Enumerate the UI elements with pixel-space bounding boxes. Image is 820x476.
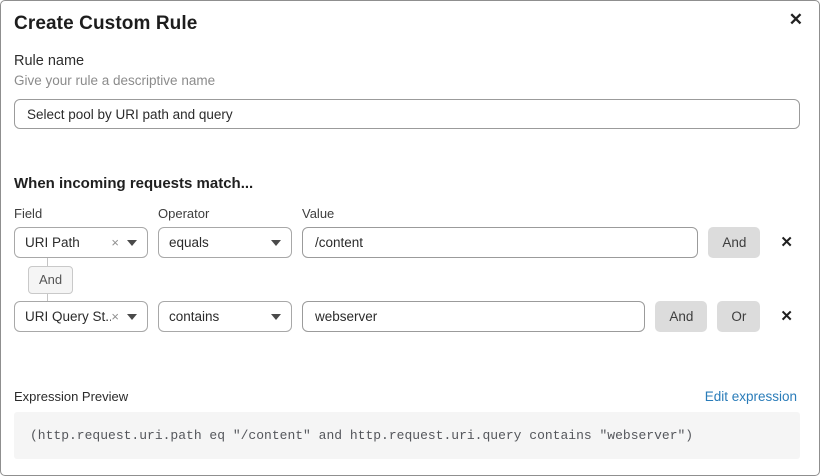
rule-name-input[interactable] — [14, 99, 800, 129]
page-title: Create Custom Rule — [14, 13, 198, 34]
rule-name-hint: Give your rule a descriptive name — [14, 73, 216, 88]
clear-field-icon[interactable]: × — [111, 309, 119, 324]
field-select-row1-value: URI Path — [25, 235, 80, 250]
add-and-condition-button-row2[interactable]: And — [655, 301, 708, 332]
chevron-down-icon — [271, 239, 281, 246]
connector-line-top — [47, 258, 48, 266]
match-heading: When incoming requests match... — [14, 175, 254, 192]
value-input-row1[interactable] — [302, 227, 699, 258]
field-select-row1[interactable]: URI Path × — [14, 227, 148, 258]
clear-field-icon[interactable]: × — [111, 235, 119, 250]
edit-expression-link[interactable]: Edit expression — [704, 389, 797, 404]
rule-name-label: Rule name — [14, 53, 85, 69]
value-column-label: Value — [302, 206, 335, 221]
remove-row-icon[interactable]: ✕ — [776, 307, 797, 326]
chevron-down-icon — [127, 313, 137, 320]
chevron-down-icon — [127, 239, 137, 246]
add-and-condition-button-row1[interactable]: And — [708, 227, 761, 258]
add-or-condition-button-row2[interactable]: Or — [717, 301, 761, 332]
condition-column-labels: Field Operator Value — [14, 206, 797, 221]
field-column-label: Field — [14, 206, 43, 221]
condition-row-1: URI Path × equals And ✕ — [14, 227, 797, 258]
remove-row-icon[interactable]: ✕ — [776, 233, 797, 252]
connector-line-bottom — [47, 293, 48, 301]
operator-select-row1-value: equals — [169, 235, 209, 250]
field-select-row2-value: URI Query St... — [25, 309, 112, 324]
value-input-row2[interactable] — [302, 301, 646, 332]
expression-code-block: (http.request.uri.path eq "/content" and… — [14, 412, 800, 459]
expression-preview-header: Expression Preview Edit expression — [14, 389, 797, 404]
close-icon[interactable]: ✕ — [783, 7, 809, 32]
expression-preview-label: Expression Preview — [14, 389, 129, 404]
operator-column-label: Operator — [158, 206, 210, 221]
operator-select-row1[interactable]: equals — [158, 227, 292, 258]
connector-and-badge[interactable]: And — [28, 266, 74, 294]
condition-row-2: URI Query St... × contains And Or ✕ — [14, 301, 797, 332]
field-select-row2[interactable]: URI Query St... × — [14, 301, 148, 332]
condition-connector: And — [14, 258, 797, 301]
operator-select-row2-value: contains — [169, 309, 220, 324]
chevron-down-icon — [271, 313, 281, 320]
operator-select-row2[interactable]: contains — [158, 301, 292, 332]
